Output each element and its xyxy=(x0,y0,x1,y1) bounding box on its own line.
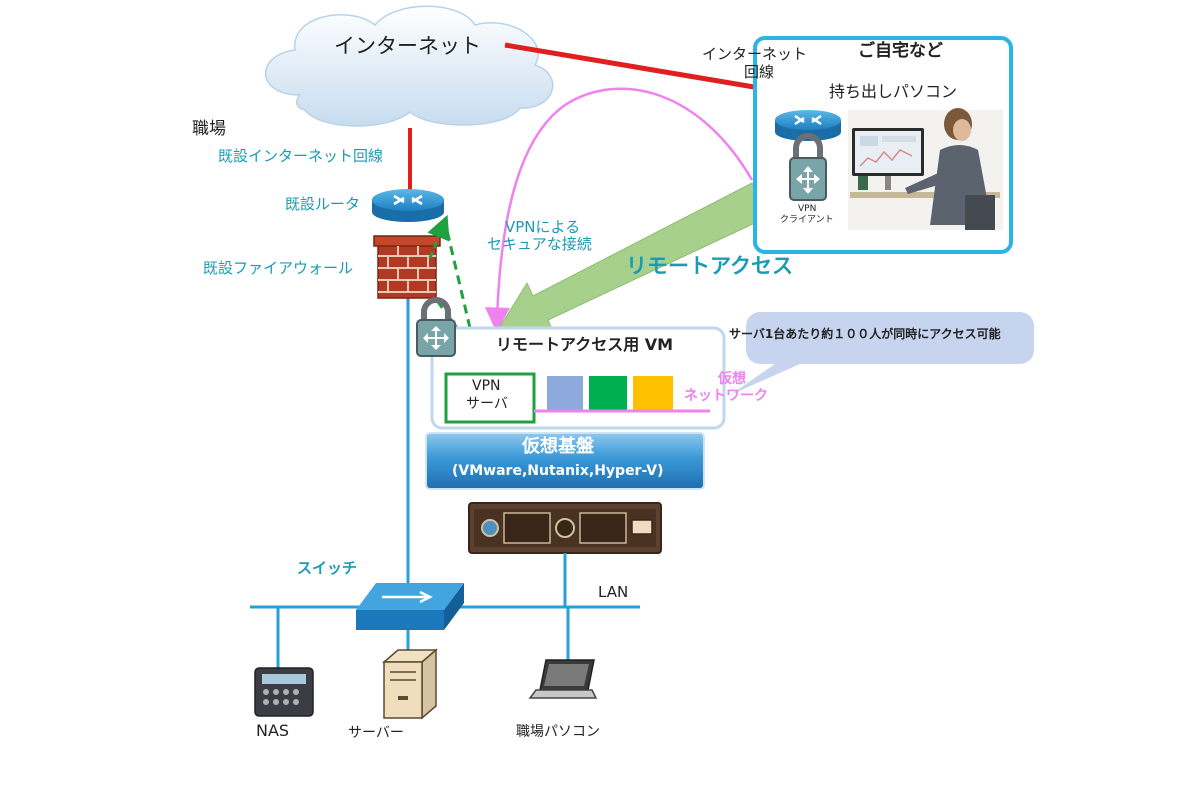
home-router-icon xyxy=(775,110,841,141)
nas-label: NAS xyxy=(256,721,290,740)
home-line-label-2: 回線 xyxy=(744,63,775,81)
switch-icon xyxy=(356,583,464,630)
existing-internet-line-label: 既設インターネット回線 xyxy=(218,147,384,165)
workplace-title: 職場 xyxy=(192,119,226,139)
remote-access-label: リモートアクセス xyxy=(626,254,793,278)
virtualization-platform-subtitle: (VMware,Nutanix,Hyper-V) xyxy=(452,463,664,479)
virtual-network-label-2: ネットワーク xyxy=(684,388,768,404)
capacity-callout xyxy=(730,312,1034,395)
capacity-callout-text: サーバ1台あたり約１００人が同時にアクセス可能 xyxy=(729,327,1001,341)
vpn-server-box xyxy=(444,372,536,424)
server-tower-icon xyxy=(381,648,439,720)
firewall-icon xyxy=(373,235,441,299)
take-home-pc-label: 持ち出しパソコン xyxy=(829,82,958,101)
vpn-server-label-2: サーバ xyxy=(466,396,508,412)
vpn-client-label-1: VPN xyxy=(798,204,817,214)
switch-label: スイッチ xyxy=(297,559,358,577)
internet-line-home xyxy=(504,42,761,91)
physical-server-icon xyxy=(468,502,662,554)
vm-block-yellow xyxy=(633,376,673,410)
router-icon xyxy=(372,189,444,222)
laptop-icon xyxy=(528,659,598,699)
server-label: サーバー xyxy=(348,725,404,741)
virtual-network-label-1: 仮想 xyxy=(718,371,746,387)
internet-cloud-label: インターネット xyxy=(334,34,481,58)
vpn-connection-label-2: セキュアな接続 xyxy=(487,235,592,253)
vm-block-blue xyxy=(547,376,583,410)
vpn-server-label-1: VPN xyxy=(472,378,501,394)
nas-icon xyxy=(254,667,314,717)
workplace-pc-label: 職場パソコン xyxy=(516,724,600,740)
virtualization-platform xyxy=(425,432,705,490)
existing-router-label: 既設ルータ xyxy=(285,195,361,213)
remote-worker-illustration xyxy=(848,108,1003,230)
internet-cloud xyxy=(264,5,554,127)
vm-block-green xyxy=(589,376,627,410)
vm-lock-icon xyxy=(416,297,456,357)
virtualization-platform-title: 仮想基盤 xyxy=(522,436,594,457)
vpn-client-lock-icon xyxy=(789,133,827,201)
vpn-client-label-2: クライアント xyxy=(780,215,834,225)
remote-access-vm-title: リモートアクセス用 VM xyxy=(496,335,674,354)
home-line-label-1: インターネット xyxy=(702,45,808,63)
home-title: ご自宅など xyxy=(858,41,943,61)
vpn-secure-connection-arrow xyxy=(484,87,754,333)
lan-label: LAN xyxy=(598,583,629,601)
vpn-connection-label-1: VPNによる xyxy=(505,218,581,236)
existing-firewall-label: 既設ファイアウォール xyxy=(203,259,354,277)
